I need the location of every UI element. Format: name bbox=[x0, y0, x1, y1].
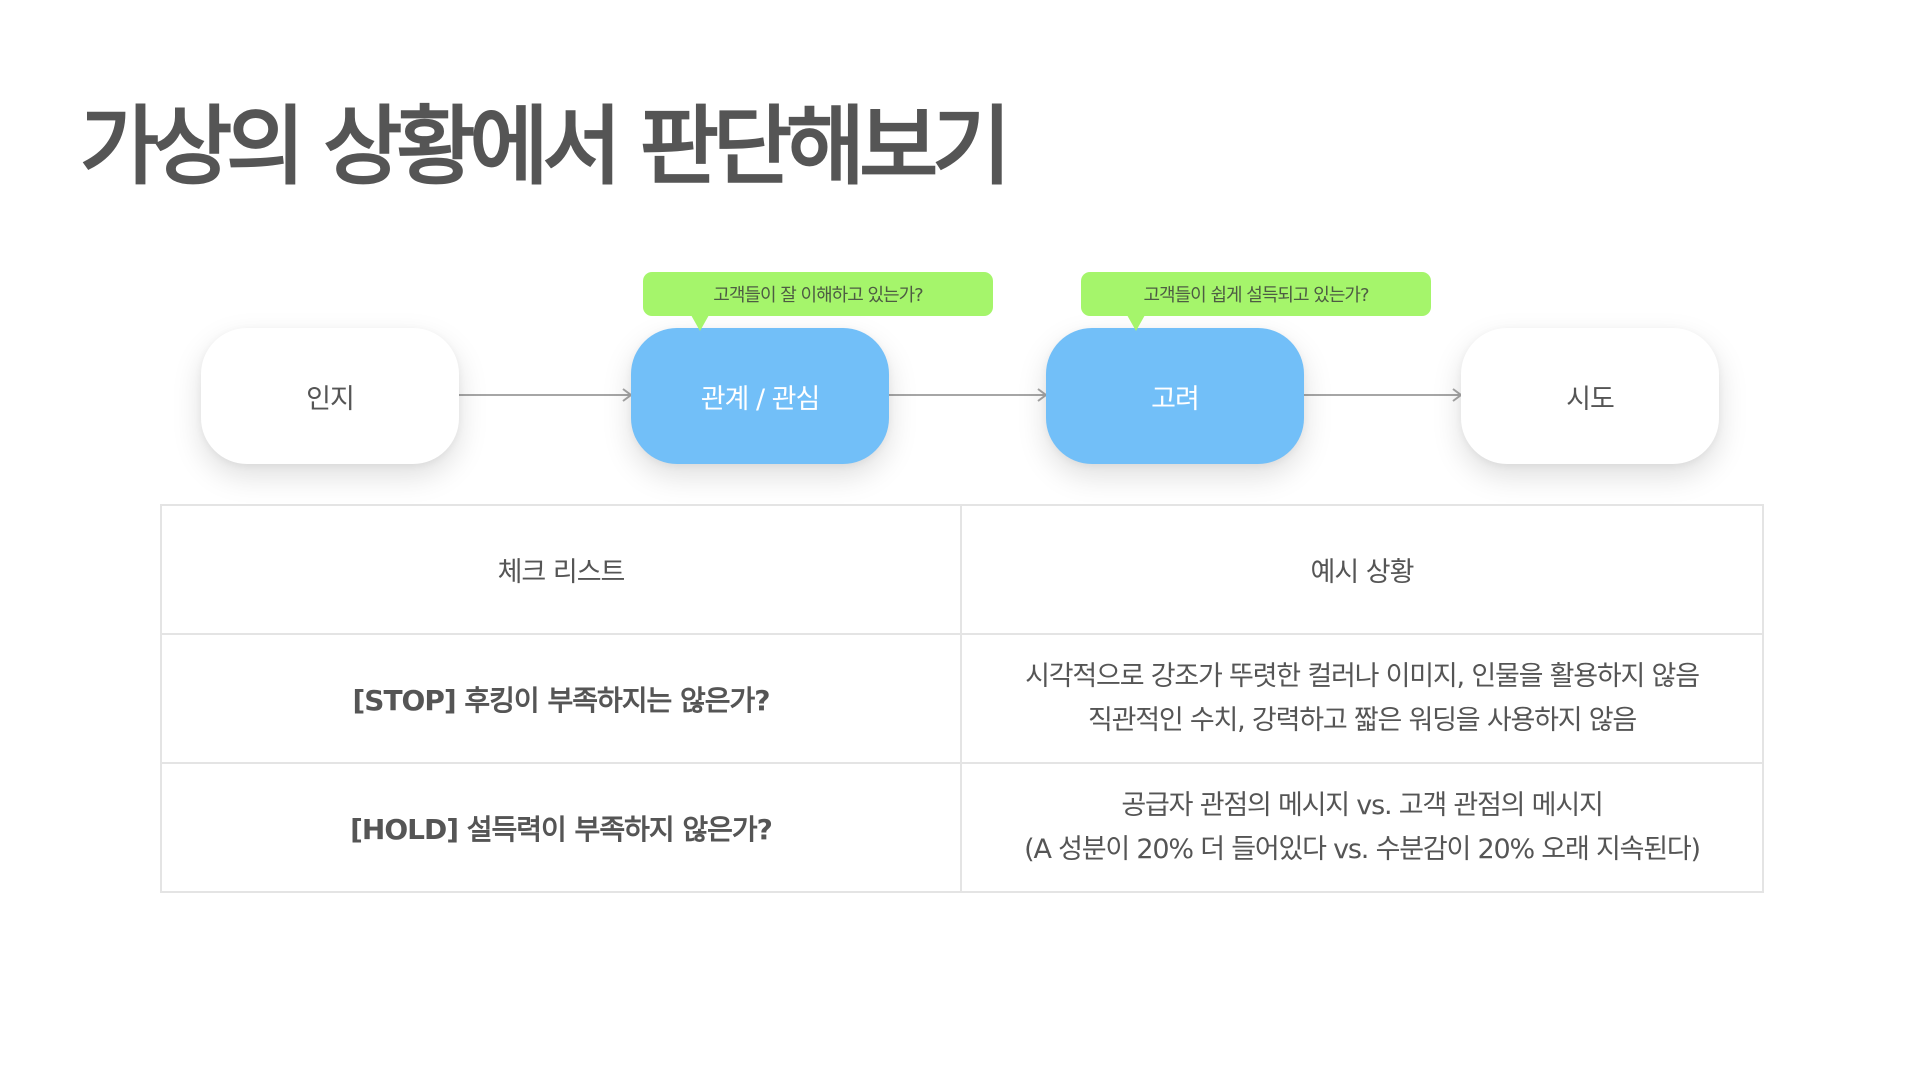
stage-label: 고려 bbox=[1151, 383, 1200, 415]
header-example: 예시 상황 bbox=[960, 504, 1764, 635]
example-line: 직관적인 수치, 강력하고 짧은 워딩을 사용하지 않음 bbox=[1087, 704, 1637, 736]
connector-arrow bbox=[1304, 388, 1463, 402]
table-row: [HOLD] 설득력이 부족하지 않은가? 공급자 관점의 메시지 vs. 고객… bbox=[160, 762, 1764, 893]
example-line: 시각적으로 강조가 뚜렷한 컬러나 이미지, 인물을 활용하지 않음 bbox=[1025, 660, 1700, 692]
checklist-table: 체크 리스트 예시 상황 [STOP] 후킹이 부족하지는 않은가? 시각적으로… bbox=[160, 504, 1764, 893]
table-header-row: 체크 리스트 예시 상황 bbox=[160, 504, 1764, 635]
callout-text: 고객들이 쉽게 설득되고 있는가? bbox=[1143, 285, 1370, 306]
stage-awareness: 인지 bbox=[201, 328, 459, 464]
stage-label: 시도 bbox=[1566, 383, 1615, 415]
example-line: (A 성분이 20% 더 들어있다 vs. 수분감이 20% 오래 지속된다) bbox=[1024, 833, 1701, 865]
stage-label: 관계 / 관심 bbox=[700, 383, 821, 415]
stage-trial: 시도 bbox=[1461, 328, 1719, 464]
header-checklist: 체크 리스트 bbox=[160, 504, 962, 635]
connector-arrow bbox=[889, 388, 1048, 402]
check-item-hold: [HOLD] 설득력이 부족하지 않은가? bbox=[160, 762, 962, 893]
table-row: [STOP] 후킹이 부족하지는 않은가? 시각적으로 강조가 뚜렷한 컬러나 … bbox=[160, 633, 1764, 764]
example-cell: 시각적으로 강조가 뚜렷한 컬러나 이미지, 인물을 활용하지 않음 직관적인 … bbox=[960, 633, 1764, 764]
stage-interest: 관계 / 관심 bbox=[631, 328, 889, 464]
example-cell: 공급자 관점의 메시지 vs. 고객 관점의 메시지 (A 성분이 20% 더 … bbox=[960, 762, 1764, 893]
check-item-stop: [STOP] 후킹이 부족하지는 않은가? bbox=[160, 633, 962, 764]
callout-text: 고객들이 잘 이해하고 있는가? bbox=[713, 285, 923, 306]
stage-consideration: 고려 bbox=[1046, 328, 1304, 464]
callout-persuasion: 고객들이 쉽게 설득되고 있는가? bbox=[1081, 272, 1431, 331]
connector-arrow bbox=[459, 388, 633, 402]
page-title: 가상의 상황에서 판단해보기 bbox=[80, 97, 1011, 197]
callout-understanding: 고객들이 잘 이해하고 있는가? bbox=[643, 272, 993, 331]
stage-label: 인지 bbox=[306, 383, 355, 415]
callout-tail bbox=[1127, 315, 1145, 331]
callout-tail bbox=[691, 315, 709, 331]
example-line: 공급자 관점의 메시지 vs. 고객 관점의 메시지 bbox=[1121, 789, 1603, 821]
